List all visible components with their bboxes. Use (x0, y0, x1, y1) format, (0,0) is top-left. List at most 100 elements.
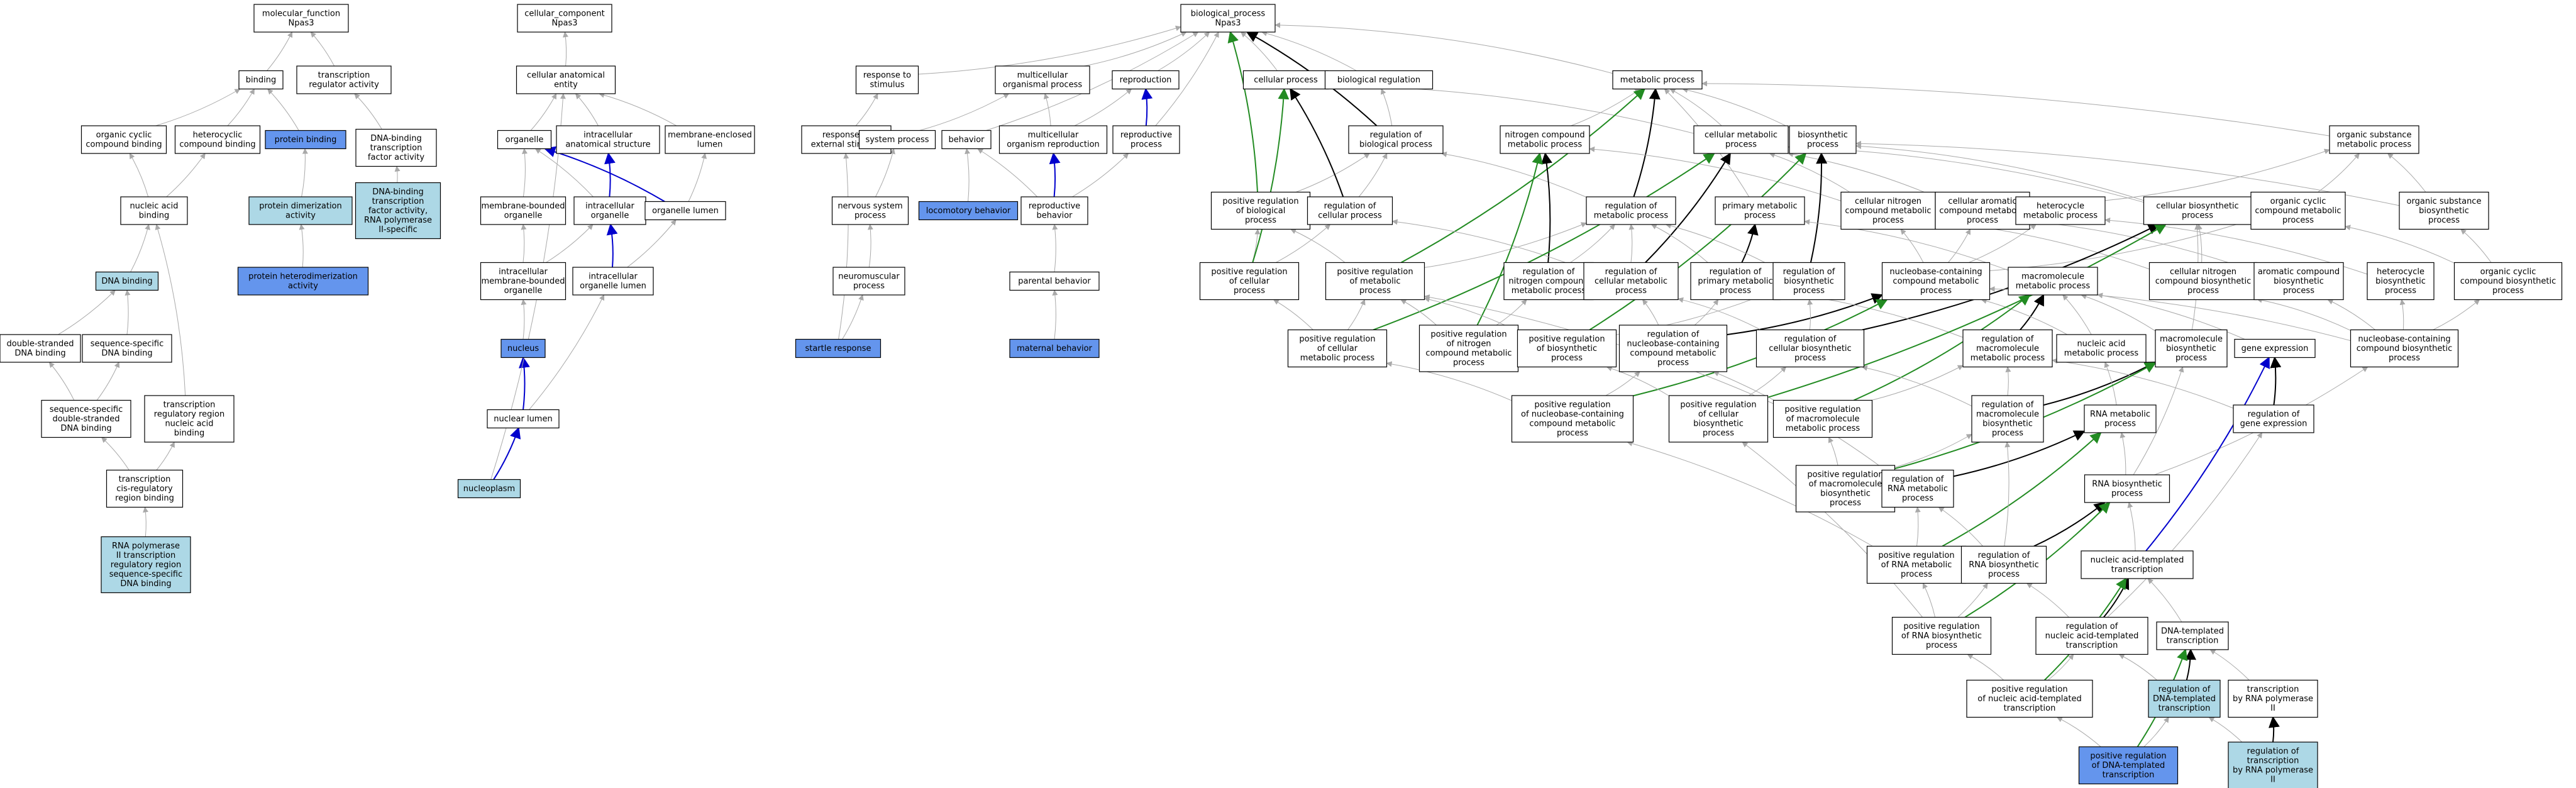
node-bio-reg[interactable]: biological regulation (1324, 70, 1434, 90)
node-nucleus[interactable]: nucleus (500, 338, 546, 358)
node-behavior[interactable]: behavior (941, 130, 992, 150)
node-gene-expr[interactable]: gene expression (2234, 338, 2316, 358)
node-binding[interactable]: binding (238, 70, 284, 90)
node-sys-proc[interactable]: system process (858, 130, 936, 150)
node-cell-proc[interactable]: cellular process (1242, 70, 1329, 90)
node-reproduction[interactable]: reproduction (1112, 70, 1180, 90)
node-maternal[interactable]: maternal behavior (1009, 338, 1100, 358)
node-startle[interactable]: startle response (795, 338, 882, 358)
node-reg-nb-met[interactable]: regulation ofnucleobase-containingcompou… (1618, 325, 1728, 372)
node-reg-macro-biosyn[interactable]: regulation ofmacromoleculebiosyntheticpr… (1971, 395, 2044, 443)
node-org-lumen[interactable]: organelle lumen (644, 201, 726, 221)
node-nuc-lumen[interactable]: nuclear lumen (487, 409, 560, 429)
node-dna-bind[interactable]: DNA binding (95, 271, 159, 291)
node-parental[interactable]: parental behavior (1009, 271, 1100, 291)
node-locomotory[interactable]: locomotory behavior (918, 201, 1019, 221)
node-organelle[interactable]: organelle (497, 130, 552, 150)
node-met-proc[interactable]: metabolic process (1612, 70, 1703, 90)
node-nucleoplasm[interactable]: nucleoplasm (457, 479, 521, 499)
